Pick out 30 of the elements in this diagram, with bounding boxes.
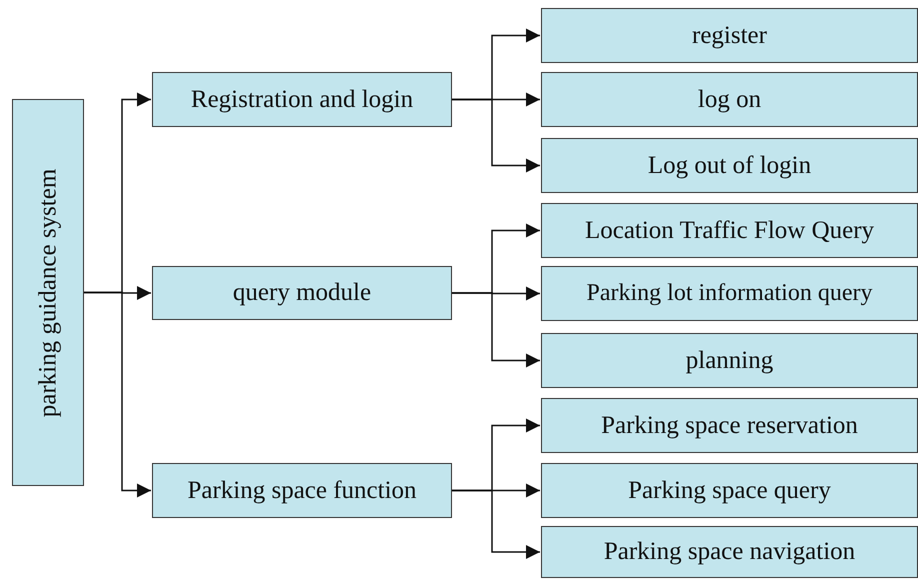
box-label: Parking space reservation bbox=[601, 412, 858, 440]
process-box bbox=[541, 398, 918, 453]
process-box bbox=[152, 72, 452, 127]
box-label: Location Traffic Flow Query bbox=[584, 216, 874, 244]
connector-arrow bbox=[452, 490, 540, 559]
box-label: Registration and login bbox=[190, 86, 414, 114]
connector-arrow bbox=[84, 292, 151, 498]
process-box bbox=[541, 526, 918, 578]
process-box bbox=[541, 266, 918, 321]
box-label: register bbox=[692, 22, 767, 50]
process-box bbox=[152, 463, 452, 518]
box-label: Parking space query bbox=[628, 476, 831, 504]
box-label: Parking space function bbox=[187, 476, 417, 504]
box-label: planning bbox=[686, 346, 774, 374]
process-box bbox=[541, 333, 918, 388]
process-box bbox=[541, 203, 918, 258]
box-label: Log out of login bbox=[648, 152, 812, 180]
box-label: Parking space navigation bbox=[604, 538, 856, 566]
process-box bbox=[541, 72, 918, 127]
process-box bbox=[541, 8, 918, 63]
box-label: parking guidance system bbox=[34, 168, 62, 417]
connector-arrow bbox=[452, 98, 540, 172]
process-box bbox=[541, 138, 918, 193]
box-label: Parking lot information query bbox=[586, 280, 872, 307]
box-label: log on bbox=[698, 86, 762, 114]
process-box bbox=[12, 99, 84, 486]
process-box bbox=[541, 463, 918, 518]
connector-arrow bbox=[452, 292, 540, 368]
process-box bbox=[152, 266, 452, 320]
box-label: query module bbox=[232, 279, 372, 307]
